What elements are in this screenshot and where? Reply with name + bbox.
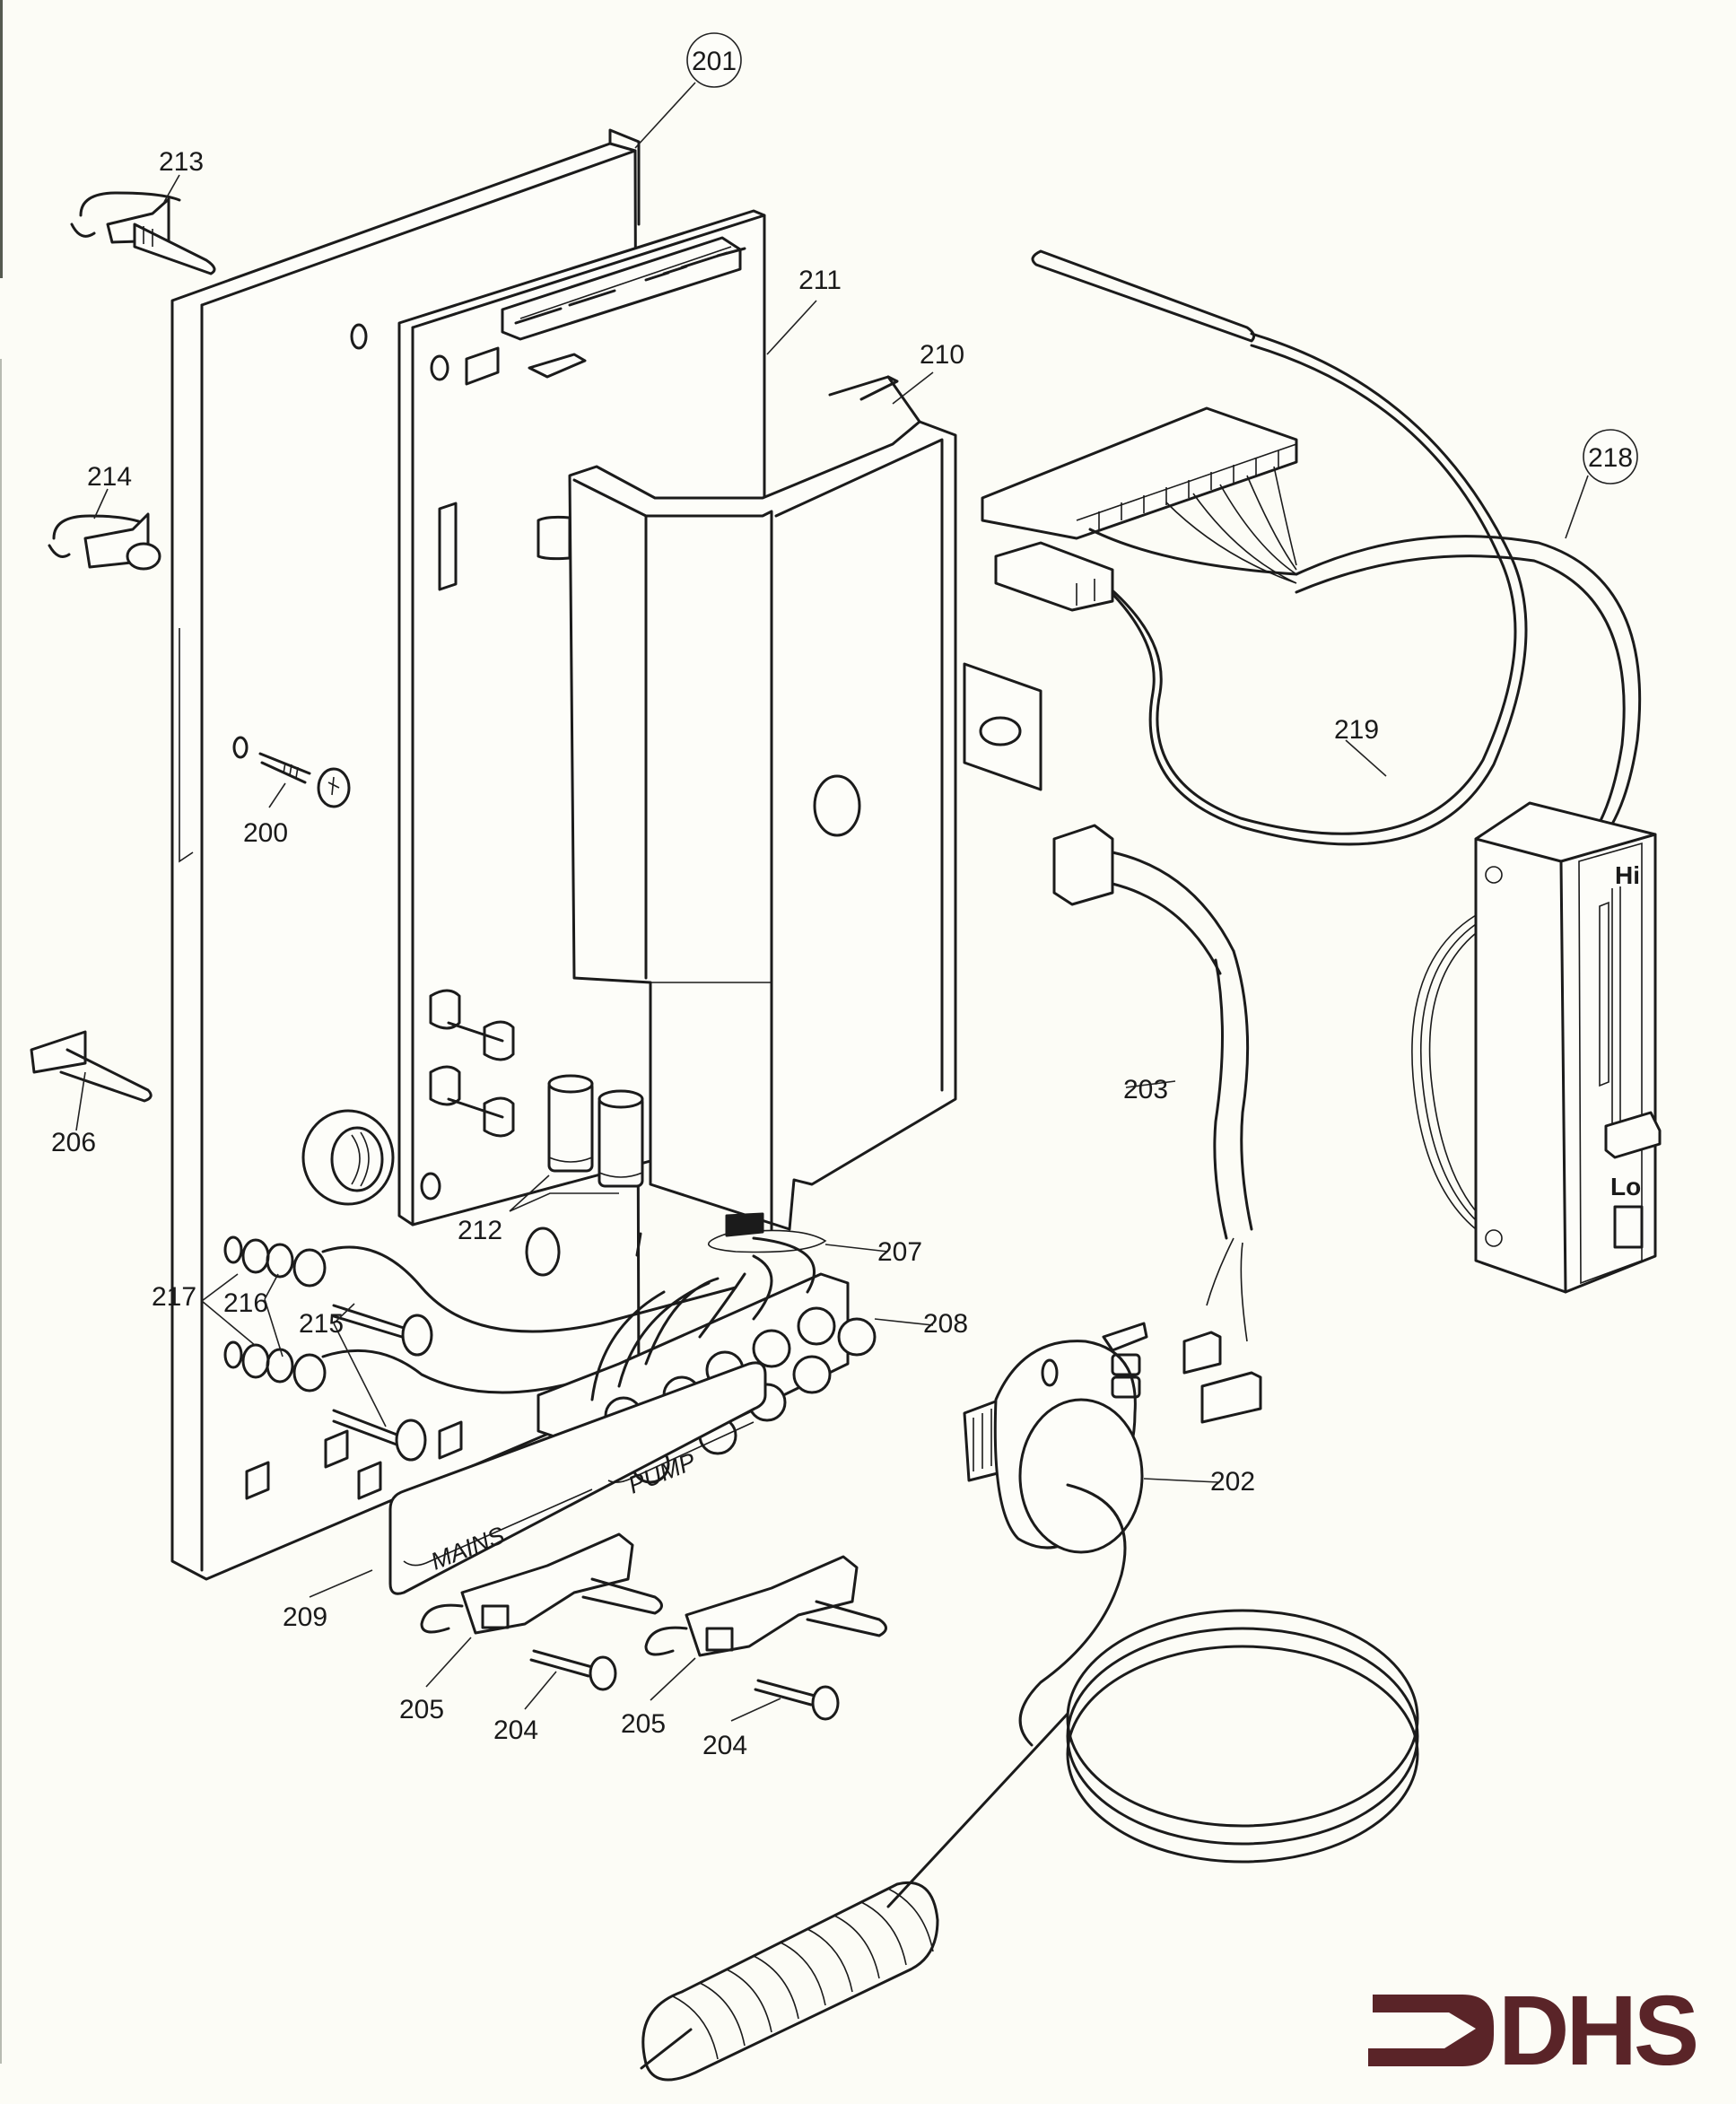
part-label-212[interactable]: 212 (458, 1216, 502, 1245)
part-label-215[interactable]: 215 (299, 1309, 344, 1339)
arrow-bracket-icon (1368, 1995, 1494, 2066)
part-label-219[interactable]: 219 (1334, 715, 1379, 745)
part-label-214[interactable]: 214 (87, 462, 132, 492)
earth-screws-washers (223, 1235, 737, 1462)
part-label-207[interactable]: 207 (877, 1237, 922, 1267)
part-label-202[interactable]: 202 (1210, 1467, 1255, 1497)
screw-204a (529, 1649, 617, 1691)
dhs-logo: DHS (1368, 1978, 1700, 2077)
capillary-coil (640, 1483, 1419, 2082)
part-label-217[interactable]: 217 (152, 1282, 196, 1312)
part-label-210[interactable]: 210 (920, 340, 964, 370)
part-label-216[interactable]: 216 (223, 1288, 268, 1318)
label-circle-218 (1583, 429, 1638, 485)
part-label-218[interactable]: 218 (1588, 443, 1633, 473)
pcb-cover (537, 375, 1042, 1231)
part-label-208[interactable]: 208 (923, 1309, 968, 1339)
lead-203 (1052, 824, 1262, 1424)
fuses (525, 1074, 644, 1277)
plastic-clip-213 (70, 191, 216, 275)
plastic-clip-214 (48, 512, 161, 571)
part-label-213[interactable]: 213 (159, 147, 204, 177)
thermostat-control: Hi Lo (1411, 801, 1662, 1294)
logo-text: DHS (1498, 1978, 1697, 2077)
thermostat-bulb-202 (963, 1322, 1148, 1554)
part-label-201[interactable]: 201 (692, 47, 737, 76)
part-label-211[interactable]: 211 (798, 266, 842, 295)
leader-lines (75, 82, 1589, 1722)
harness-218 (1088, 466, 1642, 859)
part-label-209[interactable]: 209 (283, 1602, 327, 1632)
screw-200 (258, 752, 351, 808)
part-label-204[interactable]: 204 (493, 1716, 538, 1745)
plastic-clip-206 (30, 1030, 153, 1103)
label-circle-201 (686, 32, 742, 88)
hex-nut (301, 1109, 395, 1206)
fuse-holder-clips (429, 989, 515, 1138)
part-label-204[interactable]: 204 (702, 1731, 747, 1760)
cable-clamp-205a (420, 1532, 663, 1635)
scan-edge (0, 0, 3, 278)
sensor-spring (640, 1881, 939, 2082)
part-label-206[interactable]: 206 (51, 1128, 96, 1157)
cable-clamp-205b (644, 1555, 887, 1657)
lo-marking: Lo (1610, 1173, 1641, 1200)
part-labels: 201 218 200 202 203 204 204 205 205 206 … (51, 32, 1638, 1760)
part-label-203[interactable]: 203 (1123, 1075, 1168, 1104)
sensor-harness-219 (981, 249, 1528, 846)
part-label-200[interactable]: 200 (243, 818, 288, 848)
hi-marking: Hi (1615, 861, 1640, 889)
screw-204b (754, 1679, 840, 1721)
part-label-205[interactable]: 205 (621, 1709, 666, 1739)
part-label-205[interactable]: 205 (399, 1695, 444, 1724)
scan-edge (0, 359, 2, 2064)
